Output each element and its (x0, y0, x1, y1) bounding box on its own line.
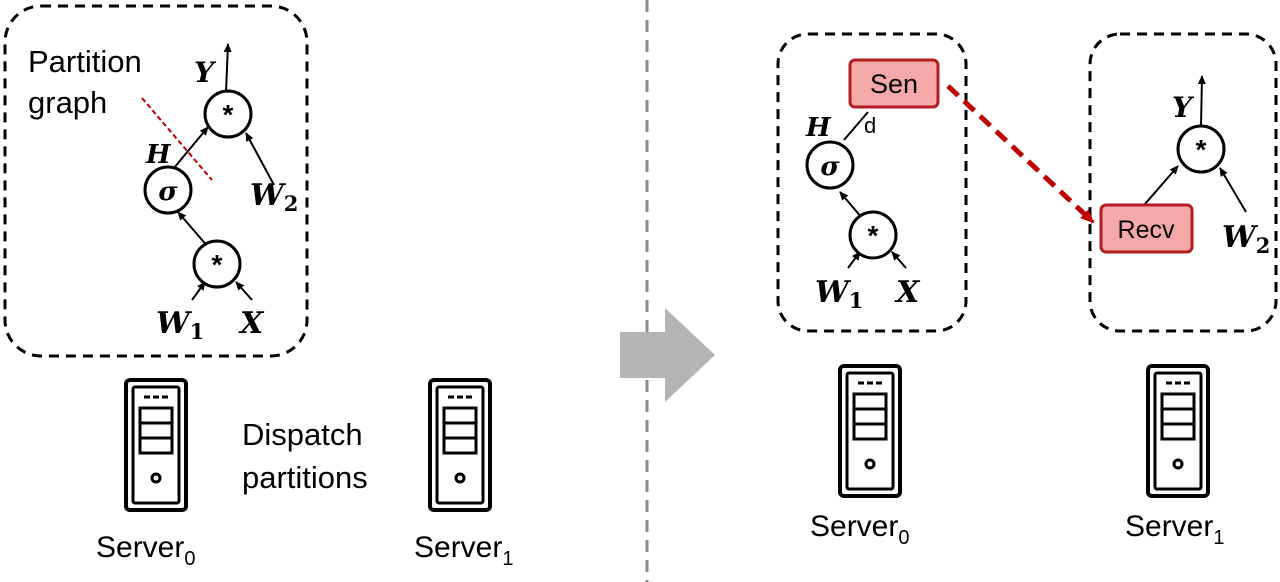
output-y-label-right: Y (1172, 91, 1195, 124)
annotation-line2: graph (28, 85, 107, 120)
send-recv-arrow (946, 84, 1095, 224)
partition1-box (1088, 32, 1278, 333)
server1-icon (428, 378, 492, 512)
right-panel: Sen d σ * H W1 X * Y W2 Recv Server0 Ser… (776, 32, 1278, 549)
edge-recv-to-mul (1144, 165, 1179, 205)
recv-node (1099, 203, 1194, 254)
input-x-label-right: X (894, 275, 921, 310)
sigma-node (143, 165, 193, 215)
recv-node-label: Recv (1118, 216, 1175, 244)
server1-label: Server1 (414, 531, 513, 570)
annotation-line1: Partition (28, 44, 142, 79)
edge-w2-to-mul-right (1219, 167, 1247, 213)
partition0-box (776, 32, 968, 333)
server0-icon-right (838, 364, 902, 498)
server0-label: Server0 (96, 531, 195, 570)
server1-icon-right (1146, 364, 1210, 498)
dispatch-line1: Dispatch (242, 417, 363, 452)
weight1-label-right: W1 (815, 275, 863, 313)
edge-w1-to-mul (191, 281, 206, 301)
mul-node-bottom-label: * (212, 249, 223, 280)
weight2-label: W2 (250, 178, 298, 216)
partition-box (3, 4, 309, 358)
server0-icon (124, 378, 188, 512)
sigma-node-right-label: σ (820, 152, 840, 182)
mul-node-right0 (848, 210, 898, 260)
edge-y-out-right (1197, 75, 1206, 128)
mul-node-top-label: * (223, 99, 234, 130)
server0-label-right: Server0 (810, 510, 909, 549)
mul-node-top (203, 89, 253, 139)
send-node-label: Sen (870, 69, 918, 99)
weight1-label: W1 (156, 306, 204, 344)
left-panel: Partition graph * σ * Y H W2 W1 X Server… (3, 4, 513, 570)
input-x-label: X (238, 306, 265, 341)
mul-node-right1 (1176, 124, 1226, 174)
partition-cut-line (141, 97, 213, 181)
edge-sigma-to-mul (173, 126, 209, 169)
weight2-label-right: W2 (1222, 220, 1270, 258)
edge-w1-to-mul-right (847, 251, 861, 269)
edge-x-to-mul (235, 281, 253, 301)
dispatch-line2: partitions (242, 460, 368, 495)
edge-sigma-to-send (843, 111, 869, 141)
mul-node-right0-label: * (868, 220, 879, 251)
hidden-h-label-right: H (805, 113, 832, 143)
transition-arrow (620, 308, 715, 402)
sigma-node-label: σ (158, 177, 178, 207)
send-node (848, 58, 940, 109)
output-y-label: Y (194, 56, 217, 89)
edge-y-out (223, 43, 232, 93)
hidden-h-label: H (145, 140, 172, 170)
edge-mul-to-sigma (177, 211, 210, 249)
mul-node-bottom (192, 239, 242, 289)
edge-x-to-mul-right (891, 251, 907, 269)
mul-node-right1-label: * (1196, 134, 1207, 165)
server1-label-right: Server1 (1125, 510, 1224, 549)
send-node-label-overflow: d (864, 113, 876, 138)
sigma-node-right (805, 140, 855, 190)
edge-mul-to-sigma-right (839, 191, 863, 219)
edge-w2-to-mul (245, 132, 275, 186)
